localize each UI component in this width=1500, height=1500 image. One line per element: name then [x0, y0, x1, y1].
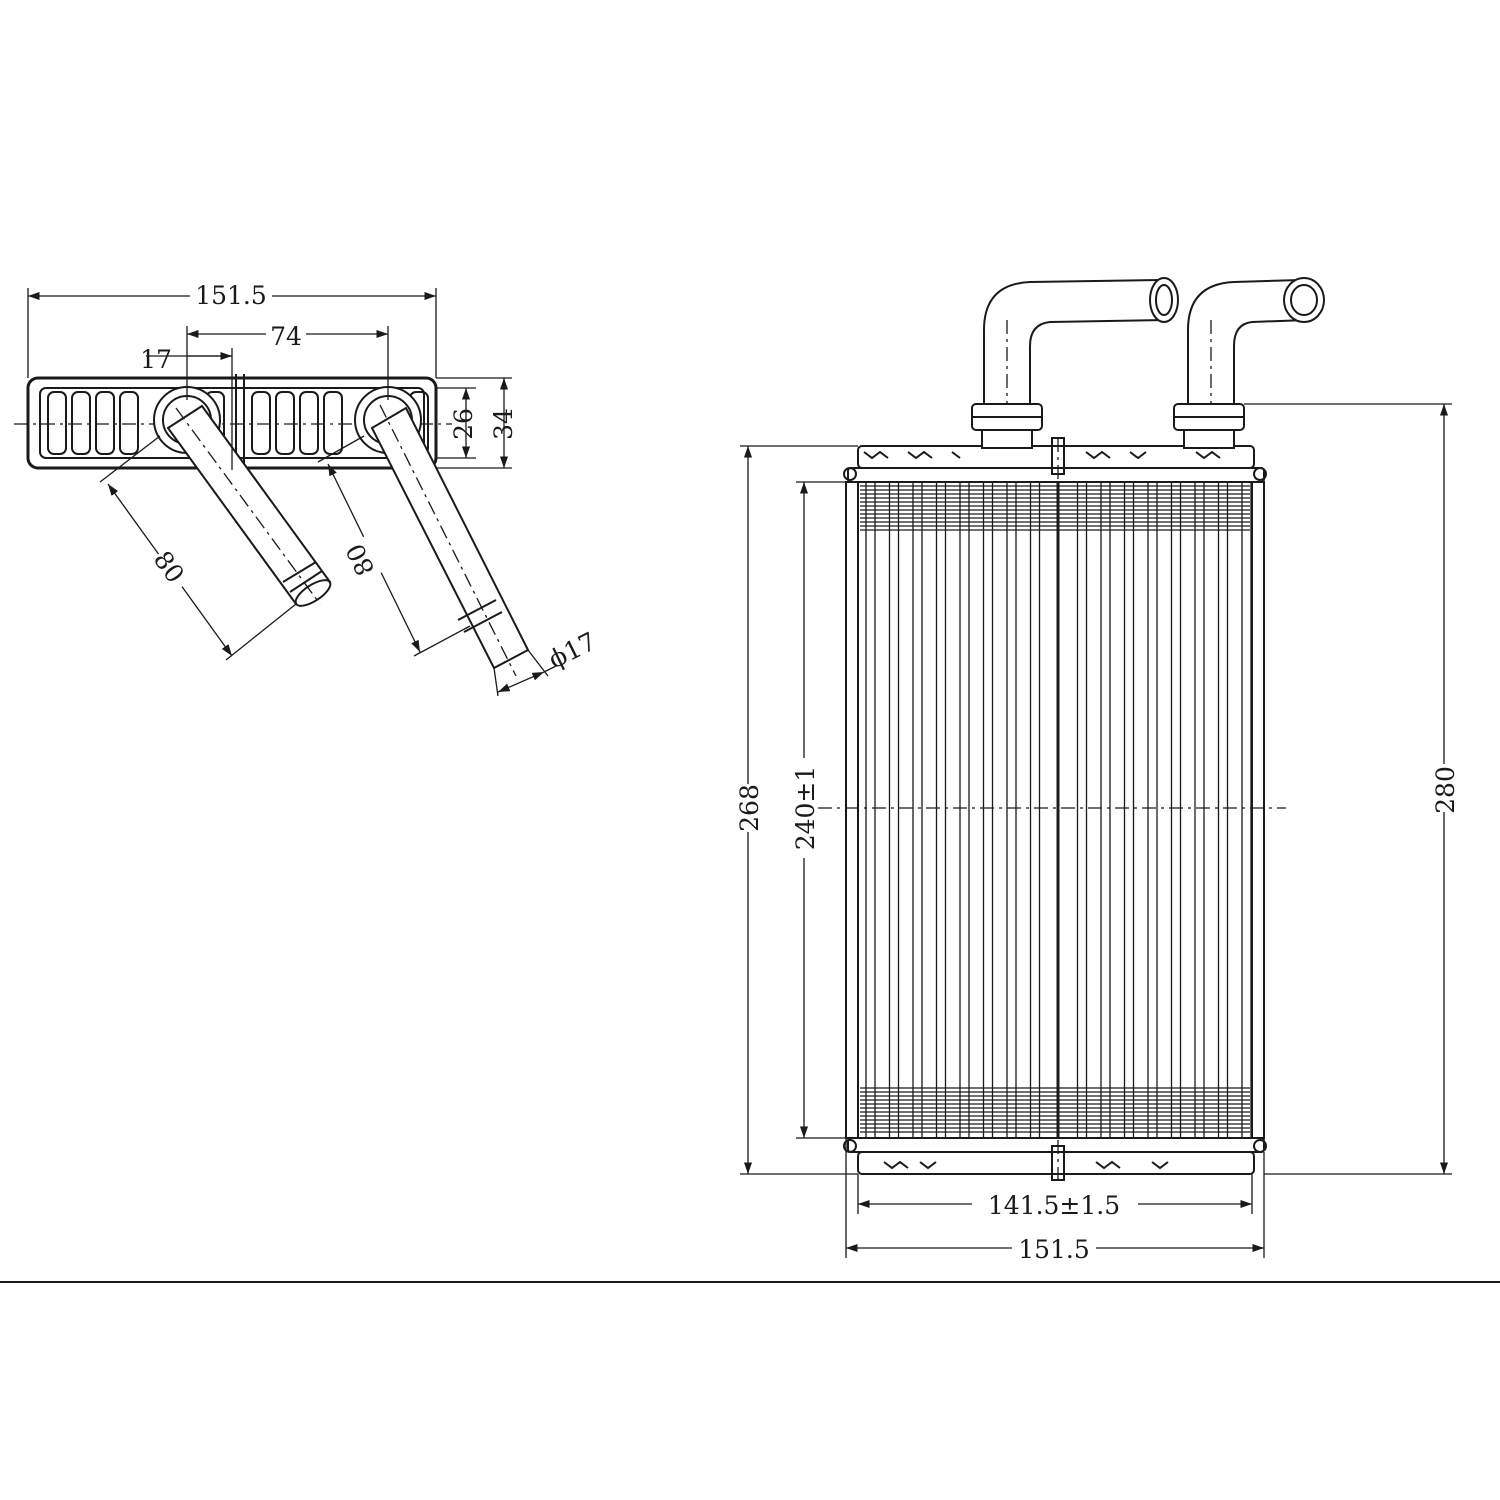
dim-inner-depth: 26 — [449, 408, 478, 440]
core-tube — [888, 482, 900, 1138]
core-tube — [1194, 482, 1205, 1138]
core-tube — [865, 482, 876, 1138]
core-tube — [1147, 482, 1158, 1138]
dim-outer-depth: 34 — [489, 408, 518, 440]
front-view-core — [845, 481, 1265, 1139]
core-tube — [912, 482, 923, 1138]
fin-band — [860, 1087, 1250, 1133]
core-tube — [982, 482, 994, 1138]
core-tube — [935, 482, 947, 1138]
core-tube — [1076, 482, 1088, 1138]
top-view: 151.5 74 17 26 34 80 80 — [14, 281, 601, 697]
dim-tube-length: 240±1 — [791, 766, 820, 851]
dim-top-width: 151.5 — [195, 281, 267, 310]
front-view-inlet-pipe-left — [971, 277, 1179, 449]
dim-pipe-spacing: 74 — [270, 322, 302, 351]
front-view: 268 240±1 280 141.5±1.5 151.5 — [734, 277, 1460, 1264]
core-tube — [959, 482, 970, 1138]
dim-core-height: 268 — [735, 784, 764, 832]
dim-pipe-offset: 17 — [140, 345, 172, 374]
front-view-inlet-pipe-right — [1173, 277, 1325, 449]
core-tube — [1123, 482, 1135, 1138]
dim-total-height: 280 — [1431, 766, 1460, 814]
core-tube — [1006, 482, 1017, 1138]
fin-band — [860, 485, 1250, 531]
core-tube — [1217, 482, 1229, 1138]
dim-pipe-diameter: ϕ17 — [544, 627, 601, 674]
core-tube — [1170, 482, 1182, 1138]
front-view-tubes — [865, 482, 1252, 1138]
front-view-fin-bands — [860, 485, 1250, 1133]
core-tube — [1100, 482, 1111, 1138]
dim-front-width: 151.5 — [1018, 1235, 1090, 1264]
dim-core-width: 141.5±1.5 — [988, 1191, 1120, 1220]
core-tube — [1241, 482, 1252, 1138]
core-tube — [1029, 482, 1041, 1138]
front-view-bottom-tank — [857, 1151, 1255, 1175]
